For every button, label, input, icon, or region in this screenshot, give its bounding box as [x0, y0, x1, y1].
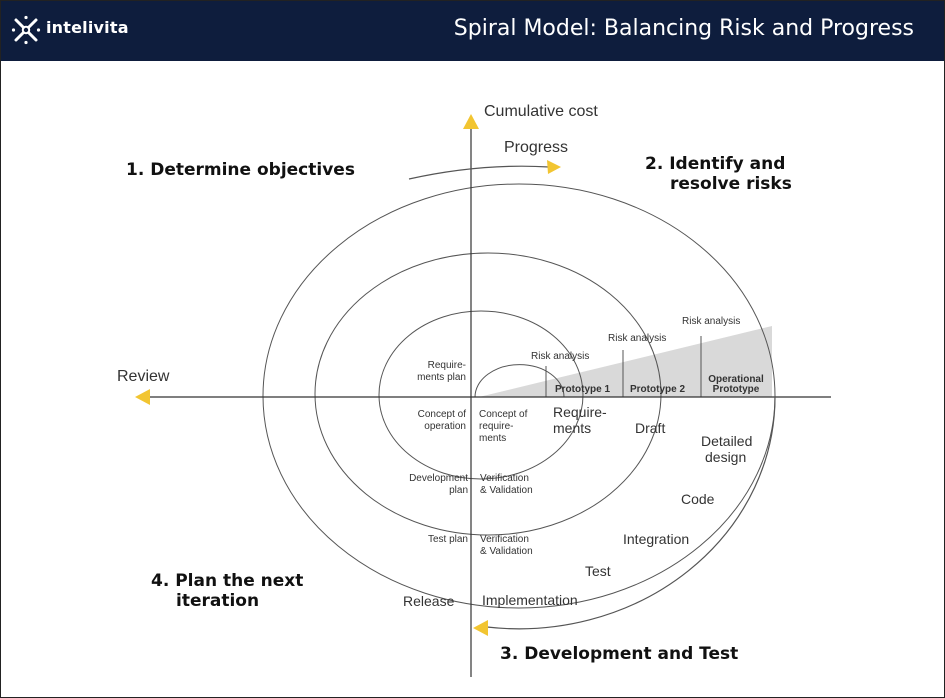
progress-label: Progress — [504, 139, 568, 156]
release-arc — [486, 395, 776, 630]
detailed-design-line1: Detailed — [701, 433, 752, 449]
release-arrow-icon — [473, 620, 488, 636]
risk-analysis-3: Risk analysis — [682, 316, 740, 327]
requirements-line1: Require- — [553, 404, 607, 420]
risk-analysis-1: Risk analysis — [531, 351, 589, 362]
inner-loop — [474, 364, 565, 398]
implementation-label: Implementation — [482, 592, 578, 608]
test-plan-label: Test plan — [428, 534, 468, 545]
requirements-plan-line1: Require- — [428, 360, 466, 371]
integration-label: Integration — [623, 531, 689, 547]
header-bar: intelivita Spiral Model: Balancing Risk … — [1, 1, 944, 61]
development-plan-line1: Development — [409, 473, 468, 484]
development-plan-line2: plan — [449, 485, 468, 496]
concept-requirements-line3: ments — [479, 433, 506, 444]
risk-analysis-2: Risk analysis — [608, 333, 666, 344]
concept-operation-line1: Concept of — [418, 409, 467, 420]
verification-validation-2-line2: & Validation — [480, 546, 533, 557]
operational-prototype-line1: Operational — [708, 374, 764, 385]
prototype-1-label: Prototype 1 — [555, 384, 610, 395]
risk-shaded-wedge — [479, 326, 772, 397]
quadrant-2-label-line2: resolve risks — [670, 174, 792, 194]
third-loop — [314, 252, 662, 536]
page-title: Spiral Model: Balancing Risk and Progres… — [453, 16, 914, 41]
review-label: Review — [117, 368, 170, 385]
quadrant-3-label: 3. Development and Test — [500, 644, 738, 664]
prototype-2-label: Prototype 2 — [630, 384, 685, 395]
second-loop — [378, 310, 584, 480]
draft-label: Draft — [635, 420, 665, 436]
quadrant-4-label-line1: 4. Plan the next — [151, 571, 303, 591]
cost-axis-label: Cumulative cost — [484, 103, 598, 120]
requirements-line2: ments — [553, 420, 591, 436]
concept-requirements-line2: require- — [479, 421, 513, 432]
intelivita-logo-icon — [11, 15, 41, 45]
detailed-design-line2: design — [705, 449, 746, 465]
quadrant-2-label-line1: 2. Identify and — [645, 154, 785, 174]
quadrant-1-label: 1. Determine objectives — [126, 160, 355, 180]
verification-validation-2-line1: Verification — [480, 534, 529, 545]
verification-validation-1-line2: & Validation — [480, 485, 533, 496]
verification-validation-1-line1: Verification — [480, 473, 529, 484]
operational-prototype-line2: Prototype — [713, 384, 760, 395]
brand-name: intelivita — [46, 18, 129, 37]
requirements-plan-line2: ments plan — [417, 372, 466, 383]
progress-arrow-icon — [547, 160, 561, 174]
quadrant-4-label-line2: iteration — [176, 591, 259, 611]
spiral-diagram: Cumulative cost Progress Review 1. Deter… — [117, 103, 831, 677]
review-arrow-icon — [135, 389, 150, 405]
progress-arc — [408, 165, 550, 180]
cost-arrow-icon — [463, 114, 479, 129]
test-label: Test — [585, 563, 611, 579]
release-label: Release — [403, 593, 455, 609]
concept-operation-line2: operation — [424, 421, 466, 432]
code-label: Code — [681, 491, 715, 507]
concept-requirements-line1: Concept of — [479, 409, 528, 420]
